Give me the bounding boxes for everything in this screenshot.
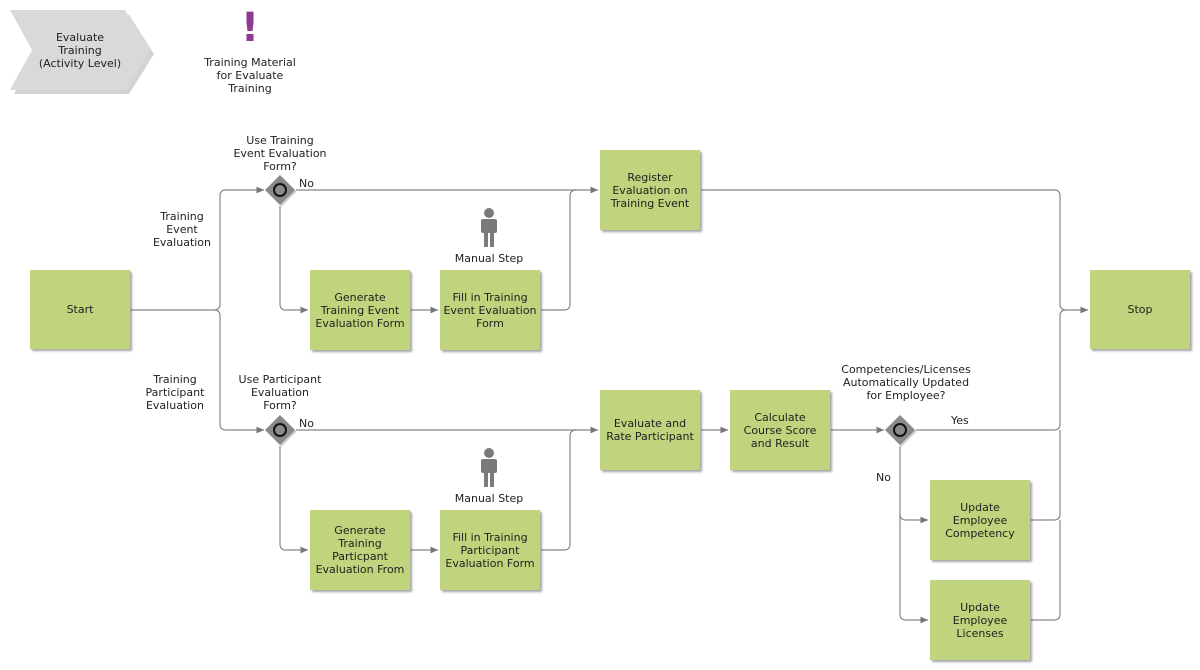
evaluate-rate-node[interactable]: Evaluate and Rate Participant xyxy=(600,390,700,470)
branch-label-training-event: Training Event Evaluation xyxy=(152,210,212,249)
fill-participant-form-node[interactable]: Fill in Training Participant Evaluation … xyxy=(440,510,540,590)
edge-split-gateway1 xyxy=(213,186,264,311)
edge-gw2-generate xyxy=(279,446,308,554)
update-licenses-node[interactable]: Update Employee Licenses xyxy=(930,580,1030,660)
process-chevron xyxy=(10,10,154,94)
manual-step-label: Manual Step xyxy=(454,252,524,265)
gateway-icon xyxy=(265,175,297,207)
connectors xyxy=(131,186,1088,624)
manual-step-label: Manual Step xyxy=(454,492,524,505)
gateway-question-participant: Use Participant Evaluation Form? xyxy=(238,373,322,412)
branch-label-no: No xyxy=(876,471,891,484)
edge-register-stop xyxy=(701,189,1088,314)
edge-gw3-competency xyxy=(899,446,928,524)
gateway-question-competencies: Competencies/Licenses Automatically Upda… xyxy=(841,363,971,402)
start-node[interactable]: Start xyxy=(30,270,130,349)
person-icon xyxy=(481,448,497,487)
fill-event-form-node[interactable]: Fill in Training Event Evaluation Form xyxy=(440,270,540,350)
edge-split-gateway2 xyxy=(213,309,264,434)
process-title: Evaluate Training (Activity Level) xyxy=(38,31,122,70)
branch-label-training-participant: Training Participant Evaluation xyxy=(145,373,205,412)
branch-label-no: No xyxy=(299,417,314,430)
edge-gw3-yes-stop xyxy=(916,309,1067,431)
branch-label-no: No xyxy=(299,177,314,190)
stop-node[interactable]: Stop xyxy=(1090,270,1190,349)
edge-gw3-licenses xyxy=(899,514,928,624)
gateway-icon xyxy=(885,415,917,447)
exclamation-icon: ! xyxy=(240,5,260,51)
material-label: Training Material for Evaluate Training xyxy=(204,56,296,95)
generate-event-form-node[interactable]: Generate Training Event Evaluation Form xyxy=(310,270,410,350)
edge-competency-stop xyxy=(1031,430,1061,521)
register-evaluation-node[interactable]: Register Evaluation on Training Event xyxy=(600,150,700,230)
update-competency-node[interactable]: Update Employee Competency xyxy=(930,480,1030,560)
edge-fill2-evaluate xyxy=(541,429,577,551)
edge-gw1-generate xyxy=(279,206,308,314)
calculate-score-node[interactable]: Calculate Course Score and Result xyxy=(730,390,830,470)
gateway-icon xyxy=(265,415,297,447)
branch-label-yes: Yes xyxy=(951,414,969,427)
generate-participant-form-node[interactable]: Generate Training Particpant Evaluation … xyxy=(310,510,410,590)
gateway-question-event: Use Training Event Evaluation Form? xyxy=(233,134,327,173)
edge-licenses-stop xyxy=(1031,520,1061,621)
edge-fill-register xyxy=(541,189,577,311)
person-icon xyxy=(481,208,497,247)
